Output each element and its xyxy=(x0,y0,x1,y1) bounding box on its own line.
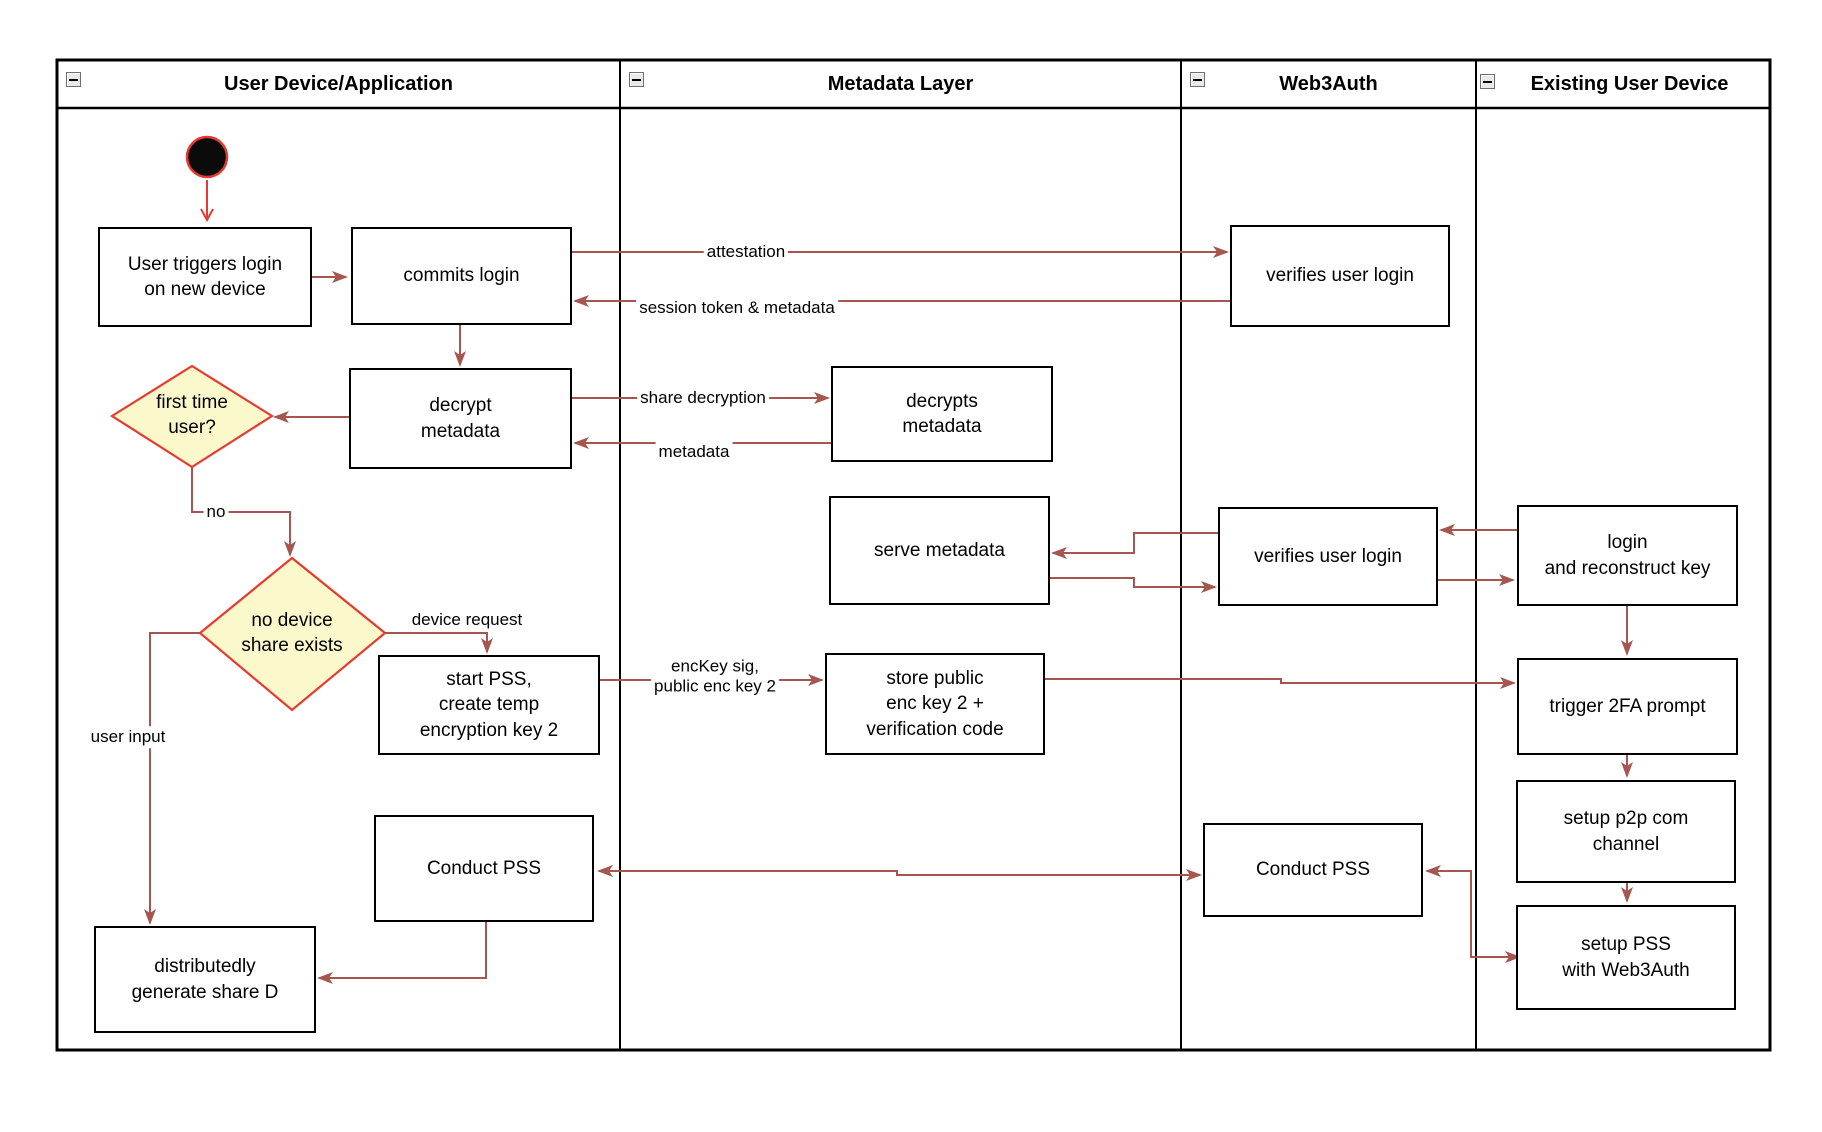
decision-first-time-user[interactable] xyxy=(109,364,275,469)
edge-label-share-decryption: share decryption xyxy=(637,387,769,409)
node-user-triggers-login[interactable]: User triggers login on new device xyxy=(98,227,312,327)
node-start-pss[interactable]: start PSS, create temp encryption key 2 xyxy=(378,655,600,755)
label-no-device-share: no device share exists xyxy=(241,610,343,656)
node-setup-p2p[interactable]: setup p2p com channel xyxy=(1516,780,1736,883)
minus-icon xyxy=(1193,78,1202,81)
node-serve-metadata[interactable]: serve metadata xyxy=(829,496,1050,605)
start-node[interactable] xyxy=(185,135,229,179)
edge-label-enckey-sig: encKey sig, public enc key 2 xyxy=(651,655,779,697)
label-first-time-user: first time user? xyxy=(156,392,228,438)
edge-store-to-2fa xyxy=(1045,677,1516,689)
edge-label-device-request: device request xyxy=(408,609,526,631)
edge-conduct-pss-link xyxy=(597,865,1202,881)
node-setup-pss[interactable]: setup PSS with Web3Auth xyxy=(1516,905,1736,1010)
collapse-lane-icon[interactable] xyxy=(1190,72,1205,87)
node-store-public-enc-key[interactable]: store public enc key 2 + verification co… xyxy=(825,653,1045,755)
collapse-lane-icon[interactable] xyxy=(1480,74,1495,89)
edge-device-request xyxy=(385,632,493,654)
flow-edges xyxy=(144,246,1633,984)
collapse-lane-icon[interactable] xyxy=(66,72,81,87)
edge-label-metadata: metadata xyxy=(655,441,733,463)
node-distributedly-generate[interactable]: distributedly generate share D xyxy=(94,926,316,1033)
node-conduct-pss-web3auth[interactable]: Conduct PSS xyxy=(1203,823,1423,917)
edge-verifies-to-serve xyxy=(1051,532,1218,559)
minus-icon xyxy=(69,78,78,81)
edge-label-no: no xyxy=(203,501,229,523)
edge-serve-to-verifies xyxy=(1050,577,1217,593)
node-decrypt-metadata[interactable]: decrypt metadata xyxy=(349,368,572,469)
edge-label-user-input: user input xyxy=(87,726,169,748)
edge-label-attestation: attestation xyxy=(703,241,789,263)
lane-header-web3auth: Web3Auth xyxy=(1279,72,1378,95)
lane-header-user-device: User Device/Application xyxy=(224,72,453,95)
edge-no-path xyxy=(191,467,296,557)
minus-icon xyxy=(632,78,641,81)
node-commits-login[interactable]: commits login xyxy=(351,227,572,325)
node-verifies-user-login-mid[interactable]: verifies user login xyxy=(1218,507,1438,606)
node-login-and-reconstruct[interactable]: login and reconstruct key xyxy=(1517,505,1738,606)
node-verifies-user-login-top[interactable]: verifies user login xyxy=(1230,225,1450,327)
node-decrypts-metadata[interactable]: decrypts metadata xyxy=(831,366,1053,462)
lane-header-existing-device: Existing User Device xyxy=(1530,72,1729,95)
node-conduct-pss-user[interactable]: Conduct PSS xyxy=(374,815,594,922)
collapse-lane-icon[interactable] xyxy=(629,72,644,87)
minus-icon xyxy=(1483,80,1492,83)
edge-setuppss-conduct xyxy=(1425,865,1521,963)
edge-conduct-to-share-d xyxy=(317,922,487,984)
decision-no-device-share[interactable] xyxy=(198,556,387,712)
node-trigger-2fa[interactable]: trigger 2FA prompt xyxy=(1517,658,1738,755)
lane-header-metadata-layer: Metadata Layer xyxy=(827,72,974,95)
edge-user-input xyxy=(144,632,200,925)
edge-label-session-token: session token & metadata xyxy=(636,297,838,319)
